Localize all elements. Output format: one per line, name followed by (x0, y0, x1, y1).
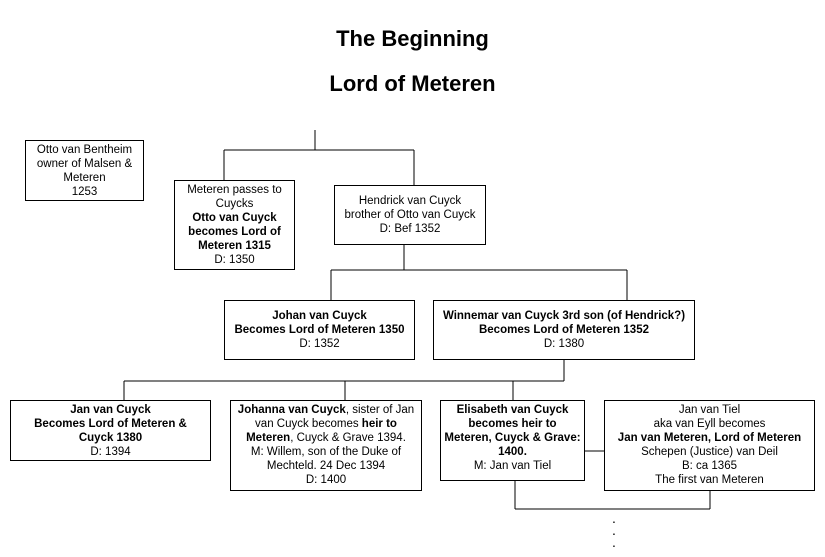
jan-cuyck-title: Becomes Lord of Meteren & (34, 418, 187, 430)
winnemar-title: Becomes Lord of Meteren 1352 (478, 324, 649, 336)
continuation-dots: . . . (612, 510, 616, 550)
hendrick-death: D: Bef 1352 (379, 223, 441, 235)
johanna-line1: Johanna van Cuyck, sister of Jan (234, 403, 418, 417)
jan-tiel-title: Jan van Meteren, Lord of Meteren (617, 432, 802, 444)
johanna-line3-a: Meteren (246, 432, 291, 444)
elisabeth-line3: Meteren, Cuyck & Grave: (444, 432, 581, 444)
elisabeth-marriage: M: Jan van Tiel (473, 460, 552, 472)
otto-cuyck-name: Otto van Cuyck (192, 212, 277, 224)
jan-tiel-note: The first van Meteren (655, 474, 764, 486)
jan-tiel-aka: aka van Eyll becomes (653, 418, 766, 430)
winnemar-van-cuyck-box: Winnemar van Cuyck 3rd son (of Hendrick?… (433, 300, 695, 360)
elisabeth-name: Elisabeth van Cuyck (456, 404, 569, 416)
johanna-line4: M: Willem, son of the Duke of (250, 446, 402, 458)
otto-bentheim-line2: owner of Malsen & (36, 158, 133, 170)
hendrick-name: Hendrick van Cuyck (358, 195, 462, 207)
jan-cuyck-name: Jan van Cuyck (70, 404, 151, 416)
winnemar-name: Winnemar van Cuyck 3rd son (of Hendrick?… (442, 310, 686, 322)
elisabeth-line2: becomes heir to (468, 418, 557, 430)
otto-bentheim-name: Otto van Bentheim (36, 144, 133, 156)
otto-van-cuyck-box: Meteren passes to Cuycks Otto van Cuyck … (174, 180, 295, 270)
elisabeth-line4: 1400. (498, 446, 527, 458)
johanna-van-cuyck-box: Johanna van Cuyck, sister of Jan van Cuy… (230, 400, 422, 491)
johan-death: D: 1352 (299, 338, 340, 350)
winnemar-death: D: 1380 (543, 338, 585, 350)
johan-title: Becomes Lord of Meteren 1350 (234, 324, 405, 336)
continuation-dot-1: . (612, 510, 616, 526)
continuation-dot-3: . (612, 534, 616, 550)
jan-van-tiel-box: Jan van Tiel aka van Eyll becomes Jan va… (604, 400, 815, 491)
johanna-line2-b: heir to (361, 418, 397, 430)
jan-tiel-name: Jan van Tiel (678, 404, 741, 416)
johan-van-cuyck-box: Johan van Cuyck Becomes Lord of Meteren … (224, 300, 415, 360)
johanna-line3: Meteren, Cuyck & Grave 1394. (234, 431, 418, 445)
otto-cuyck-line4: becomes Lord of (188, 226, 281, 238)
otto-bentheim-line3: Meteren (63, 172, 106, 184)
hendrick-relation: brother of Otto van Cuyck (344, 209, 476, 221)
jan-cuyck-death: D: 1394 (90, 446, 131, 458)
otto-cuyck-line5: Meteren 1315 (198, 240, 271, 252)
johanna-name: Johanna van Cuyck (237, 404, 346, 416)
otto-cuyck-line2: Cuycks (215, 198, 254, 210)
johanna-line2-a: van Cuyck becomes (255, 418, 362, 430)
johanna-line2: van Cuyck becomes heir to (234, 417, 418, 431)
otto-cuyck-line1: Meteren passes to (187, 184, 282, 196)
johan-name: Johan van Cuyck (272, 310, 367, 322)
jan-van-cuyck-box: Jan van Cuyck Becomes Lord of Meteren & … (10, 400, 211, 461)
elisabeth-van-cuyck-box: Elisabeth van Cuyck becomes heir to Mete… (440, 400, 585, 481)
page-subtitle: Lord of Meteren (329, 71, 496, 96)
continuation-dot-2: . (612, 522, 616, 538)
hendrick-van-cuyck-box: Hendrick van Cuyck brother of Otto van C… (334, 185, 486, 245)
otto-bentheim-year: 1253 (71, 186, 98, 198)
johanna-death: D: 1400 (305, 474, 347, 486)
jan-tiel-birth: B: ca 1365 (682, 460, 737, 472)
page-title: The Beginning (336, 26, 489, 51)
jan-tiel-schepen: Schepen (Justice) van Deil (641, 446, 778, 458)
johanna-line5: Mechteld. 24 Dec 1394 (266, 460, 386, 472)
otto-cuyck-death: D: 1350 (214, 254, 255, 266)
otto-van-bentheim-box: Otto van Bentheim owner of Malsen & Mete… (25, 140, 144, 201)
jan-cuyck-title-line2: Cuyck 1380 (78, 432, 143, 444)
johanna-line3-b: , Cuyck & Grave 1394. (290, 432, 406, 444)
johanna-line1-rest: , sister of Jan (345, 404, 415, 416)
